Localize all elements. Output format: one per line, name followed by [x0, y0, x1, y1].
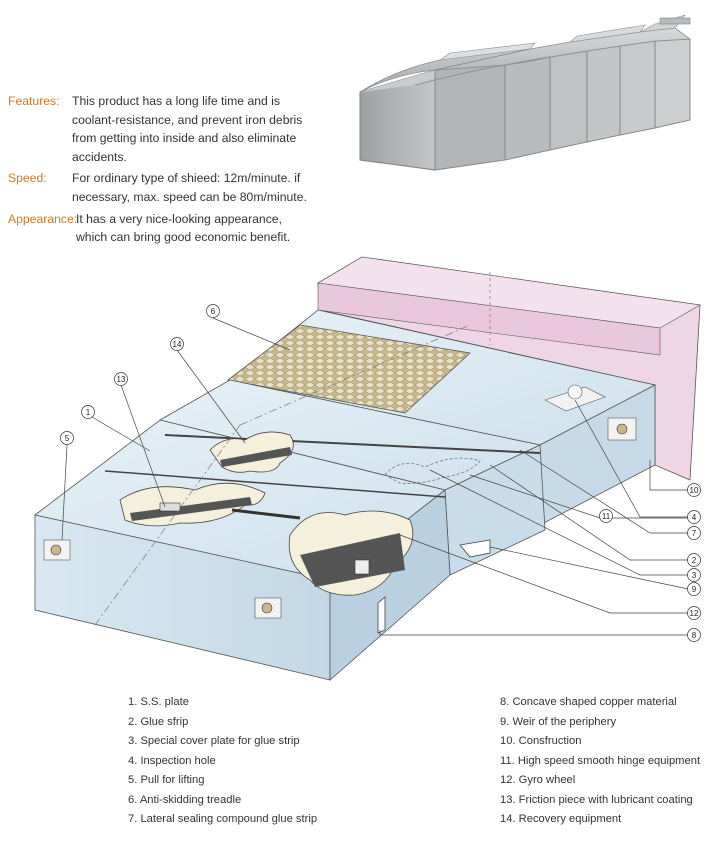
callout-1: 1 — [86, 408, 91, 417]
callout-14: 14 — [173, 340, 182, 349]
callout-8: 8 — [692, 631, 697, 640]
features-line: This product has a long life time and is — [72, 94, 280, 108]
speed-line: For ordinary type of shieed: 12m/minute.… — [72, 171, 301, 186]
legend-item: 12. Gyro wheel — [500, 774, 576, 786]
legend-item: 8. Concave shaped copper material — [500, 696, 677, 708]
legend-item: 14. Recovery equipment — [500, 813, 622, 825]
callout-4: 4 — [692, 513, 697, 522]
legend-item: 2. Glue sfrip — [128, 715, 189, 728]
callout-11: 11 — [602, 512, 611, 521]
callout-10: 10 — [690, 486, 699, 495]
legend-item: 4. Inspection hole — [128, 754, 216, 767]
appearance-row: Appearance: It has a very nice-looking a… — [8, 210, 338, 247]
appearance-label: Appearance: — [8, 211, 78, 226]
callout-12: 12 — [690, 609, 699, 618]
description-block: Features: This product has a long life t… — [8, 92, 338, 250]
legend-right: 8. Concave shaped copper material 9. Wei… — [500, 693, 700, 830]
legend-item: 13. Friction piece with lubricant coatin… — [500, 793, 693, 806]
anti-skidding-treadle — [227, 324, 471, 414]
cutaway-diagram: 6 14 13 1 5 10 4 7 11 2 3 9 12 8 — [34, 256, 701, 681]
features-line: coolant-resistance, and prevent iron deb… — [72, 112, 303, 127]
legend-item: 1. S.S. plate — [128, 696, 189, 708]
legend-item: 10. Consfruction — [500, 735, 582, 747]
callout-7: 7 — [692, 529, 697, 538]
features-line: accidents. — [72, 149, 127, 164]
callout-2: 2 — [692, 556, 697, 565]
legend-item: 3. Special cover plate for glue strip — [128, 735, 300, 747]
product-photo — [359, 14, 692, 171]
callout-9: 9 — [692, 585, 697, 594]
features-line: from getting into inside and also elimin… — [72, 131, 297, 146]
callout-3: 3 — [692, 571, 697, 580]
legend-item: 6. Anti-skidding treadle — [128, 793, 242, 806]
callout-5: 5 — [65, 434, 70, 443]
features-label: Features: — [8, 94, 60, 108]
callout-markers: 6 14 13 1 5 10 4 7 11 2 3 9 12 8 — [60, 304, 701, 642]
appearance-line: It has a very nice-looking appearance, — [76, 211, 282, 226]
features-row: Features: This product has a long life t… — [8, 92, 338, 166]
speed-row: Speed: For ordinary type of shieed: 12m/… — [8, 169, 338, 206]
callout-13: 13 — [117, 375, 126, 384]
legend-item: 7. Lateral sealing compound glue strip — [128, 813, 318, 825]
speed-line: necessary, max. speed can be 80m/minute. — [72, 189, 307, 204]
legend-item: 11. High speed smooth hinge equipment — [500, 754, 701, 767]
speed-label: Speed: — [8, 171, 47, 186]
callout-6: 6 — [211, 307, 216, 316]
legend-item: 9. Weir of the periphery — [500, 715, 617, 728]
appearance-line: which can bring good economic benefit. — [76, 230, 291, 245]
legend-item: 5. Pull for lifting — [128, 774, 205, 786]
legend-left: 1. S.S. plate 2. Glue sfrip 3. Special c… — [128, 693, 317, 830]
